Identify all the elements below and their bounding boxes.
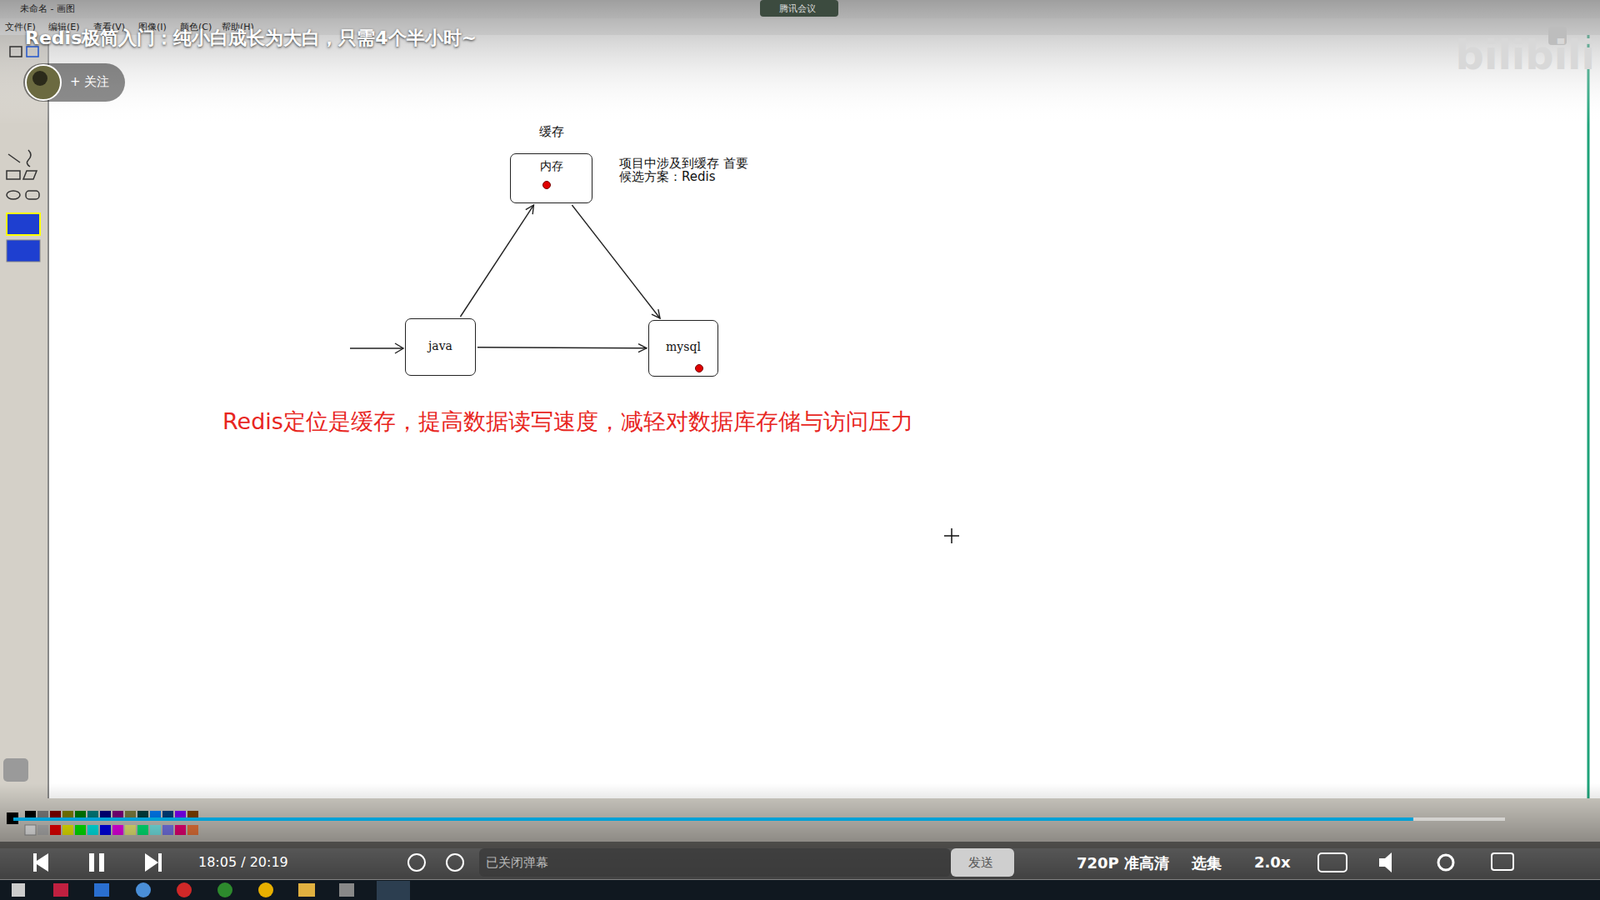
box-heading: 缓存 bbox=[539, 124, 565, 140]
episode-button: 选集 bbox=[1191, 853, 1222, 874]
time-display: 18:05 / 20:19 bbox=[198, 854, 289, 870]
app-badge: 腾讯会议 bbox=[779, 2, 816, 15]
arrow-connector bbox=[477, 347, 647, 349]
process-box: 缓存内存 bbox=[510, 153, 593, 204]
incoming-arrow bbox=[350, 343, 404, 354]
window-title: 未命名 - 画图 bbox=[20, 2, 75, 15]
box-label: 内存 bbox=[510, 159, 592, 175]
watermark: bilibili bbox=[1455, 31, 1595, 79]
box-label: java bbox=[405, 339, 475, 353]
arrow-connector bbox=[571, 205, 660, 319]
follow-button: + 关注 bbox=[70, 74, 110, 90]
red-dot bbox=[695, 365, 704, 373]
box-label: mysql bbox=[649, 340, 718, 354]
red-statement: Redis定位是缓存，提高数据读写速度，减轻对数据库存储与访问压力 bbox=[222, 406, 914, 437]
video-title: Redis极简入门：纯小白成长为大白，只需4个半小时~ bbox=[25, 25, 477, 51]
process-box: java bbox=[405, 318, 476, 376]
quality-button: 720P 准高清 bbox=[1076, 853, 1170, 874]
process-box: mysql bbox=[648, 320, 719, 377]
arrow-connector bbox=[460, 205, 534, 317]
send-button: 发送 bbox=[968, 855, 994, 871]
speed-button: 2.0x bbox=[1254, 853, 1291, 871]
red-dot bbox=[543, 181, 551, 190]
note: 项目中涉及到缓存 首要候选方案：Redis bbox=[619, 157, 757, 185]
danmaku-input: 已关闭弹幕 bbox=[485, 855, 549, 871]
